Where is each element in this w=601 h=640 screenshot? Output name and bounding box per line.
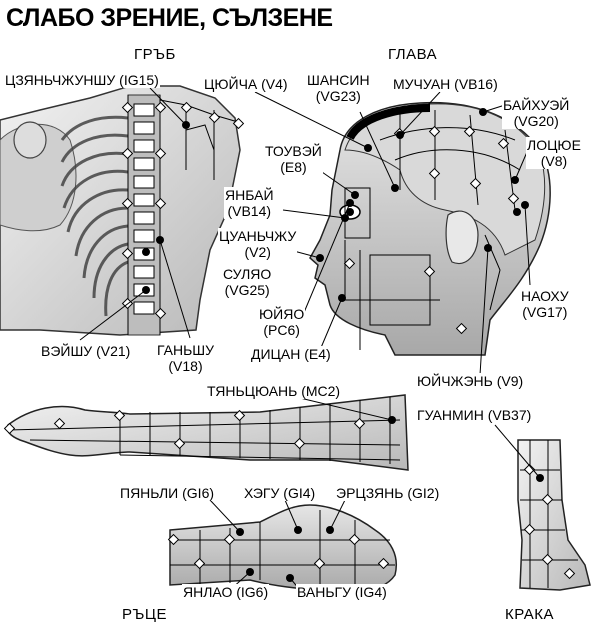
section-hands: РЪЦЕ (122, 606, 167, 623)
label-vg17: НАОХУ(VG17) (520, 288, 570, 320)
label-ig6: ЯНЛАО (IG6) (182, 584, 270, 600)
label-vb37: ГУАНМИН (VB37) (416, 407, 533, 423)
label-v21: ВЭЙШУ (V21) (40, 343, 132, 359)
label-vg25: СУЛЯО(VG25) (222, 266, 273, 298)
hand-figure (167, 499, 397, 593)
label-ig4: ВАНЬГУ (IG4) (296, 584, 388, 600)
label-v9: ЮЙЧЖЭНЬ (V9) (416, 373, 525, 389)
section-back: ГРЪБ (134, 46, 176, 63)
label-vb14: ЯНБАЙ(VB14) (224, 187, 275, 219)
label-v2: ЦУАНЬЧЖУ(V2) (218, 228, 298, 260)
section-head: ГЛАВА (388, 46, 438, 63)
arm-figure (3, 394, 409, 471)
leg-figure (494, 424, 591, 591)
label-mc2: ТЯНЬЦЮАНЬ (MC2) (206, 383, 342, 399)
label-pc6: ЮЙЯО(PC6) (258, 306, 306, 338)
back-figure (0, 85, 245, 341)
head-figure (254, 91, 551, 376)
label-gi4: ХЭГУ (GI4) (243, 485, 317, 501)
label-v8: ЛОЦЮЕ(V8) (526, 137, 582, 169)
label-ig15: ЦЗЯНЬЧЖУНШУ (IG15) (4, 72, 160, 88)
page-title: СЛАБО ЗРЕНИЕ, СЪЛЗЕНЕ (6, 4, 333, 32)
label-e8: ТОУВЭЙ(E8) (264, 143, 323, 175)
label-vg20: БАЙХУЭЙ(VG20) (502, 97, 571, 129)
section-legs: КРАКА (505, 606, 554, 623)
label-e4: ДИЦАН (E4) (250, 346, 332, 362)
label-gi6: ПЯНЬЛИ (GI6) (119, 485, 216, 501)
label-v18: ГАНЬШУ(V18) (156, 342, 216, 374)
label-vb16: МУЧУАН (VB16) (392, 76, 499, 92)
label-gi2: ЭРЦЗЯНЬ (GI2) (335, 485, 441, 501)
label-vg23: ШАНСИН(VG23) (306, 72, 371, 104)
label-v4: ЦЮЙЧА (V4) (203, 76, 289, 92)
